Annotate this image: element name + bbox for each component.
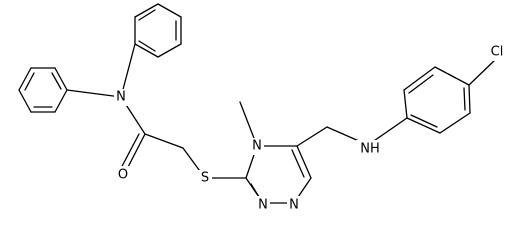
atom-label-nh: NH (360, 142, 380, 157)
bond (250, 183, 260, 198)
atom-label-n2: N (258, 198, 268, 213)
bond-layer (18, 3, 497, 204)
bond (463, 87, 466, 111)
atom-label-layer: Cl NH N N N S O N (114, 43, 510, 213)
bond (403, 66, 436, 91)
bond (406, 117, 441, 134)
atom-n1: N (287, 196, 301, 213)
bond (54, 67, 68, 91)
atom-n2: N (256, 196, 270, 213)
bond (119, 133, 140, 171)
atom-label-s: S (201, 171, 209, 186)
bond (134, 3, 159, 18)
bond (24, 72, 35, 91)
bond (138, 9, 156, 21)
bond (18, 67, 32, 91)
bond (468, 58, 497, 86)
atom-o: O (115, 166, 131, 183)
atom-cl: Cl (484, 43, 510, 61)
atom-label-n1: N (289, 198, 299, 213)
bond (134, 43, 159, 58)
bond (54, 89, 68, 113)
bond (410, 114, 438, 128)
atom-n-amide: N (114, 89, 128, 106)
atom-s: S (198, 170, 212, 187)
bond (51, 72, 62, 90)
bond (468, 84, 471, 114)
bond (434, 66, 470, 86)
atom-n4: N (250, 138, 264, 155)
bond (144, 133, 184, 149)
bond (157, 3, 182, 18)
atom-label-o: O (118, 168, 128, 183)
bond (403, 89, 408, 119)
bond (408, 74, 434, 94)
chemical-structure: Cl NH N N N S O N (18, 3, 510, 213)
bond (18, 89, 32, 113)
bond (157, 43, 182, 58)
bond (439, 112, 471, 134)
atom-label-n4: N (252, 139, 262, 154)
bond (120, 43, 136, 98)
bond (66, 89, 122, 98)
bond (291, 149, 305, 178)
atom-nh: NH (356, 140, 384, 158)
bond (296, 126, 328, 147)
atom-label-cl: Cl (491, 45, 504, 60)
bond (296, 145, 312, 179)
bond (138, 40, 156, 52)
atom-label-n-amide: N (116, 90, 126, 105)
